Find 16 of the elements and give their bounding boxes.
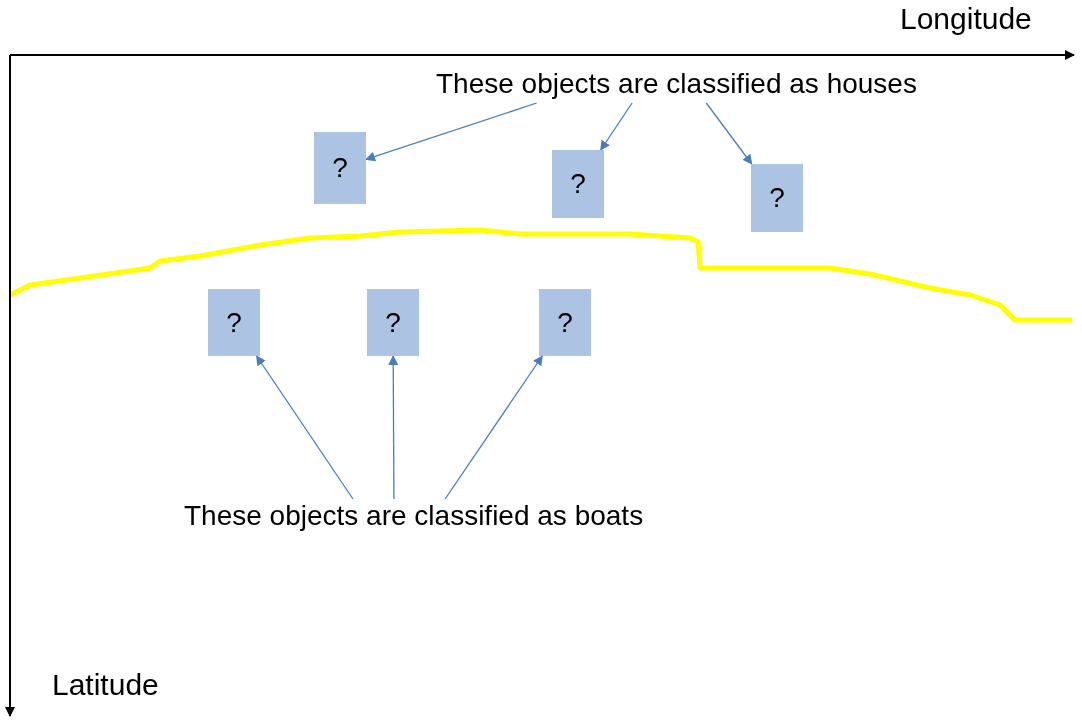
object-marker: ? <box>539 289 591 356</box>
object-marker: ? <box>367 289 419 356</box>
leader-arrow <box>365 102 538 162</box>
axis-label: Longitude <box>900 2 1032 36</box>
object-marker: ? <box>552 150 604 218</box>
leader-arrow <box>705 102 753 165</box>
leader-arrow <box>388 355 399 500</box>
object-marker: ? <box>208 289 260 356</box>
leader-arrow <box>600 102 633 151</box>
annotation-text: These objects are classified as boats <box>184 500 696 534</box>
object-marker: ? <box>751 164 803 232</box>
axis-label: Latitude <box>52 668 159 702</box>
leader-arrow <box>255 355 354 500</box>
annotation-text: These objects are classified as houses <box>436 68 966 102</box>
leader-arrow <box>444 355 543 500</box>
object-marker: ? <box>314 132 366 204</box>
